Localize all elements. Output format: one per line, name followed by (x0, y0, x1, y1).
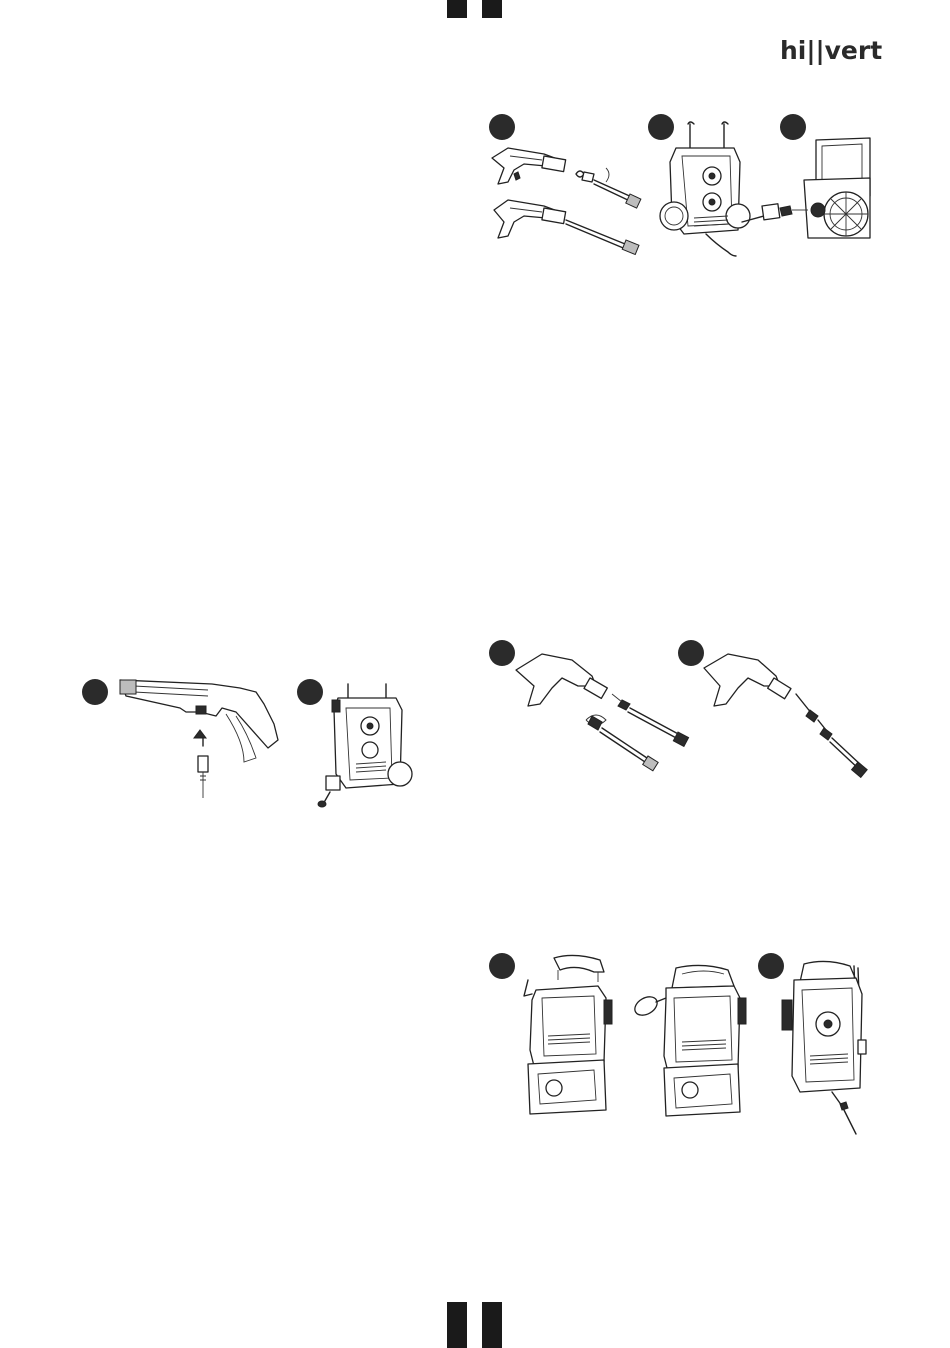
lance-extension-illustration (512, 648, 702, 788)
unit-with-hose-illustration (776, 960, 872, 1140)
registration-mark-bottom-right (482, 1302, 502, 1348)
step-badge (489, 114, 515, 140)
step-badge (82, 679, 108, 705)
brand-logo: hi||vert (780, 36, 882, 65)
handle-attached-illustration (630, 962, 750, 1124)
pressure-washer-holder-illustration (314, 680, 424, 816)
registration-mark-top-right (482, 0, 502, 18)
registration-mark-top-left (447, 0, 467, 18)
step-badge (489, 953, 515, 979)
lance-connected-illustration (700, 648, 880, 788)
pressure-washer-front-illustration (654, 118, 754, 258)
hose-connection-illustration (742, 134, 872, 244)
spray-gun-lance-illustration (484, 138, 654, 258)
spray-gun-accessory-illustration (116, 668, 286, 808)
registration-mark-bottom-left (447, 1302, 467, 1348)
handle-separated-illustration (514, 950, 614, 1120)
